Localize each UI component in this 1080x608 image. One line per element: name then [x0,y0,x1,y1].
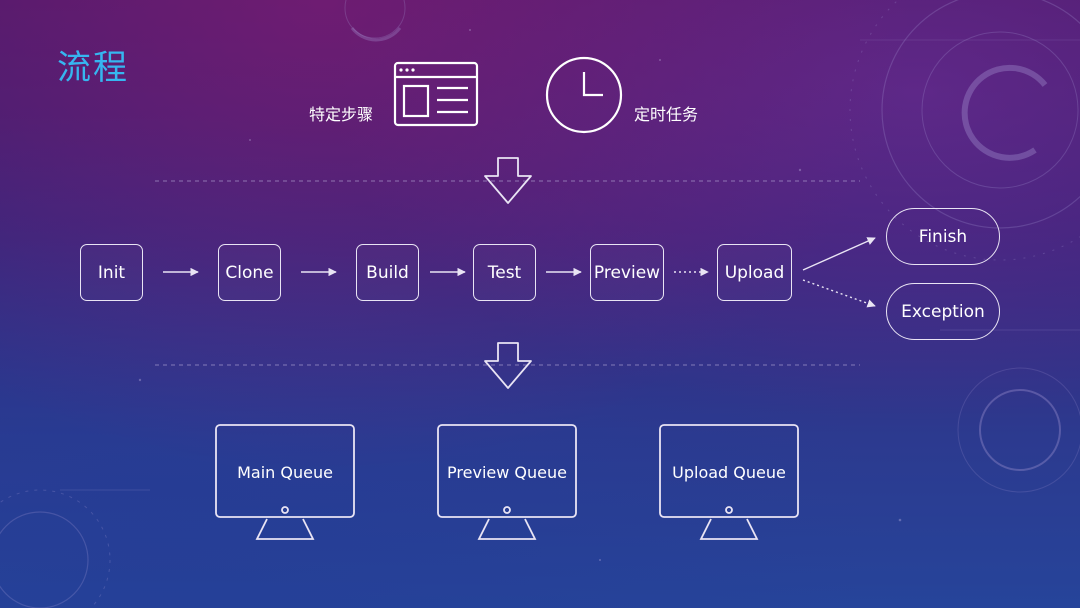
page-title: 流程 [57,48,129,88]
connector-upload-finish [802,237,876,271]
trigger-label-specific-step: 特定步骤 [309,105,374,124]
monitor-main-queue [215,424,355,540]
step-build: Build [356,244,419,301]
monitor-preview-queue [437,424,577,540]
step-test: Test [473,244,536,301]
step-upload: Upload [717,244,792,301]
queue-label-upload: Upload Queue [672,463,786,482]
step-clone: Clone [218,244,281,301]
browser-window-icon [393,61,479,127]
down-arrow-top [484,157,532,204]
outcome-exception: Exception [886,283,1000,340]
queue-label-main: Main Queue [237,463,333,482]
queue-label-preview: Preview Queue [447,463,567,482]
monitor-upload-queue [659,424,799,540]
connector-upload-exception [802,279,876,308]
outcome-finish: Finish [886,208,1000,265]
down-arrow-bottom [484,342,532,389]
clock-icon [545,56,623,134]
trigger-label-scheduled-task: 定时任务 [634,105,699,124]
step-init: Init [80,244,143,301]
step-preview: Preview [590,244,664,301]
